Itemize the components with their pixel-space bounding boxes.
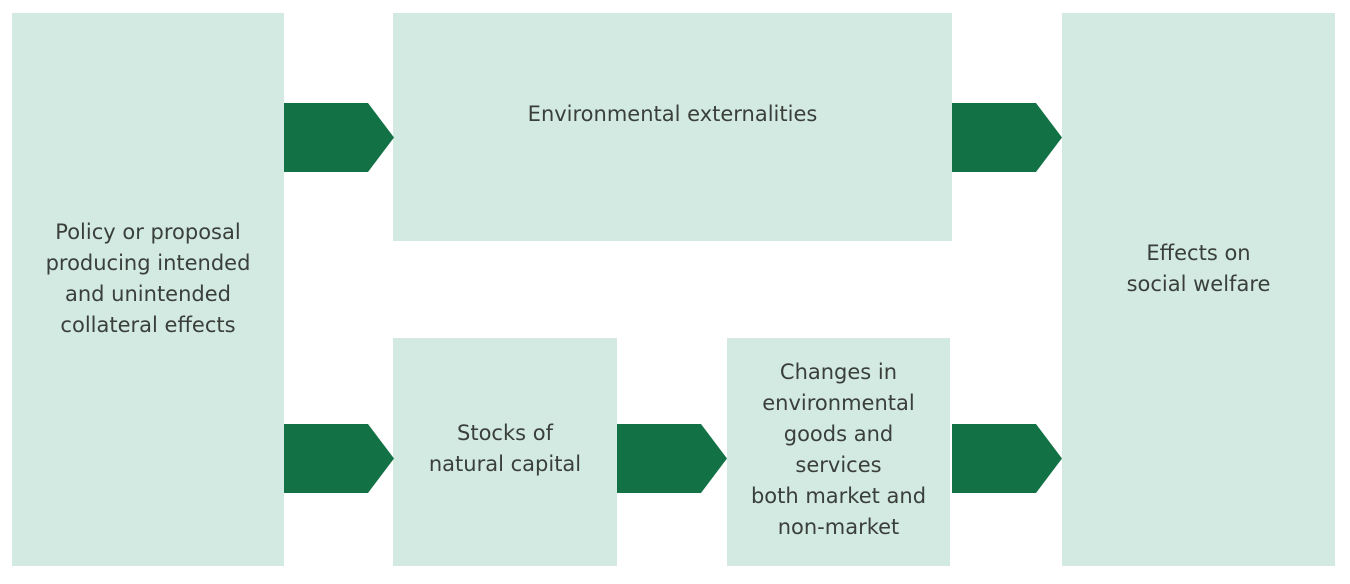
node-stocks-label: Stocks of natural capital	[428, 421, 582, 476]
node-policy-label: Policy or proposal producing intended an…	[45, 219, 251, 337]
node-environmental-externalities: Environmental externalities	[393, 13, 952, 241]
node-stocks-natural-capital: Stocks of natural capital	[393, 338, 617, 566]
node-externalities-label: Environmental externalities	[527, 101, 818, 126]
arrow-right-icon	[284, 424, 394, 493]
node-welfare-label: Effects on social welfare	[1126, 240, 1271, 296]
node-social-welfare: Effects on social welfare	[1062, 13, 1335, 566]
arrow-right-icon	[617, 424, 727, 493]
arrow-right-icon	[284, 103, 394, 172]
arrow-right-icon	[952, 424, 1062, 493]
arrow-right-icon	[952, 103, 1062, 172]
node-changes-environmental-goods: Changes in environmental goods and servi…	[727, 338, 950, 566]
node-changes-label: Changes in environmental goods and servi…	[750, 360, 927, 539]
node-policy: Policy or proposal producing intended an…	[12, 13, 284, 566]
